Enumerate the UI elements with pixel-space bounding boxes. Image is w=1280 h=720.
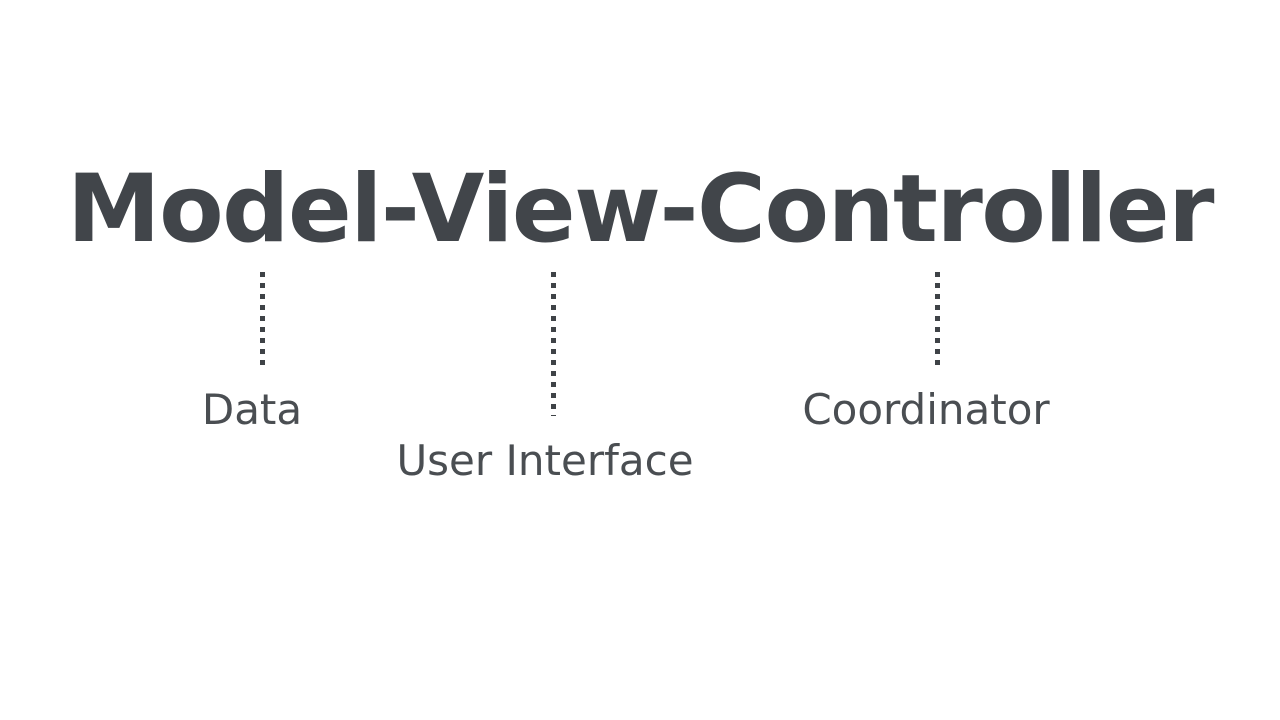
label-view-user-interface: User Interface <box>396 436 694 485</box>
page-title: Model-View-Controller <box>67 155 1214 264</box>
label-model-data: Data <box>201 385 303 434</box>
connector-controller-icon <box>935 272 940 366</box>
connector-model-icon <box>260 272 265 366</box>
connector-view-icon <box>551 272 556 416</box>
label-controller-coordinator: Coordinator <box>802 385 1050 434</box>
